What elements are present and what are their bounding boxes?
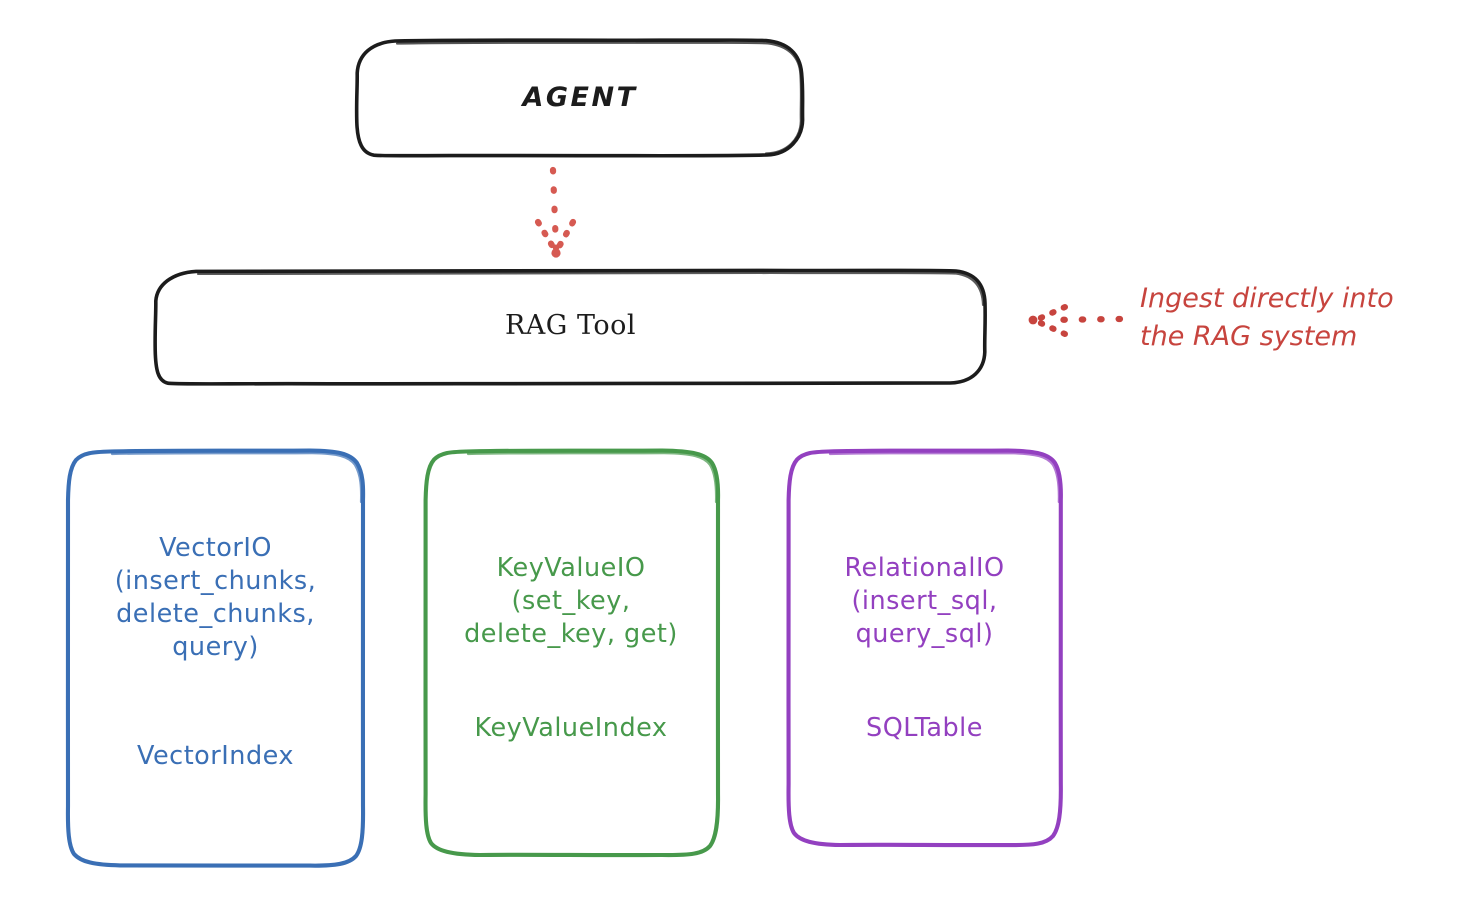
arrowhead-left-wing xyxy=(534,218,560,256)
key-value-io-box-outline xyxy=(423,448,721,858)
key-value-io-box-outline-sketch xyxy=(466,452,718,504)
connector-agent-to-rag-tool xyxy=(534,166,577,258)
connector-ingest-annotation xyxy=(1028,304,1124,337)
vector-io-box-outline xyxy=(65,448,366,868)
node-vector-io[interactable] xyxy=(65,448,366,868)
node-agent[interactable] xyxy=(354,38,805,158)
dotted-line-shaft xyxy=(549,166,560,252)
vector-io-box-outline-sketch xyxy=(110,452,363,504)
node-key-value-io[interactable] xyxy=(423,448,721,858)
agent-box-outline-sketch xyxy=(395,41,802,155)
relational-io-box-outline-sketch xyxy=(828,452,1060,504)
ingest-arrowhead-lower-wing xyxy=(1033,318,1068,337)
ingest-arrowhead-tip xyxy=(1028,315,1038,325)
relational-io-box-outline xyxy=(786,448,1064,848)
ingest-dotted-line-shaft xyxy=(1044,315,1124,324)
rag-tool-box-outline-sketch xyxy=(196,271,985,307)
arrowhead-tip xyxy=(551,248,561,258)
node-relational-io[interactable] xyxy=(786,448,1064,848)
node-rag-tool[interactable] xyxy=(153,268,987,386)
rag-tool-box-outline xyxy=(153,268,987,386)
agent-box-outline xyxy=(354,38,805,158)
ingest-arrowhead-upper-wing xyxy=(1033,304,1068,323)
arrowhead-right-wing xyxy=(552,218,577,256)
